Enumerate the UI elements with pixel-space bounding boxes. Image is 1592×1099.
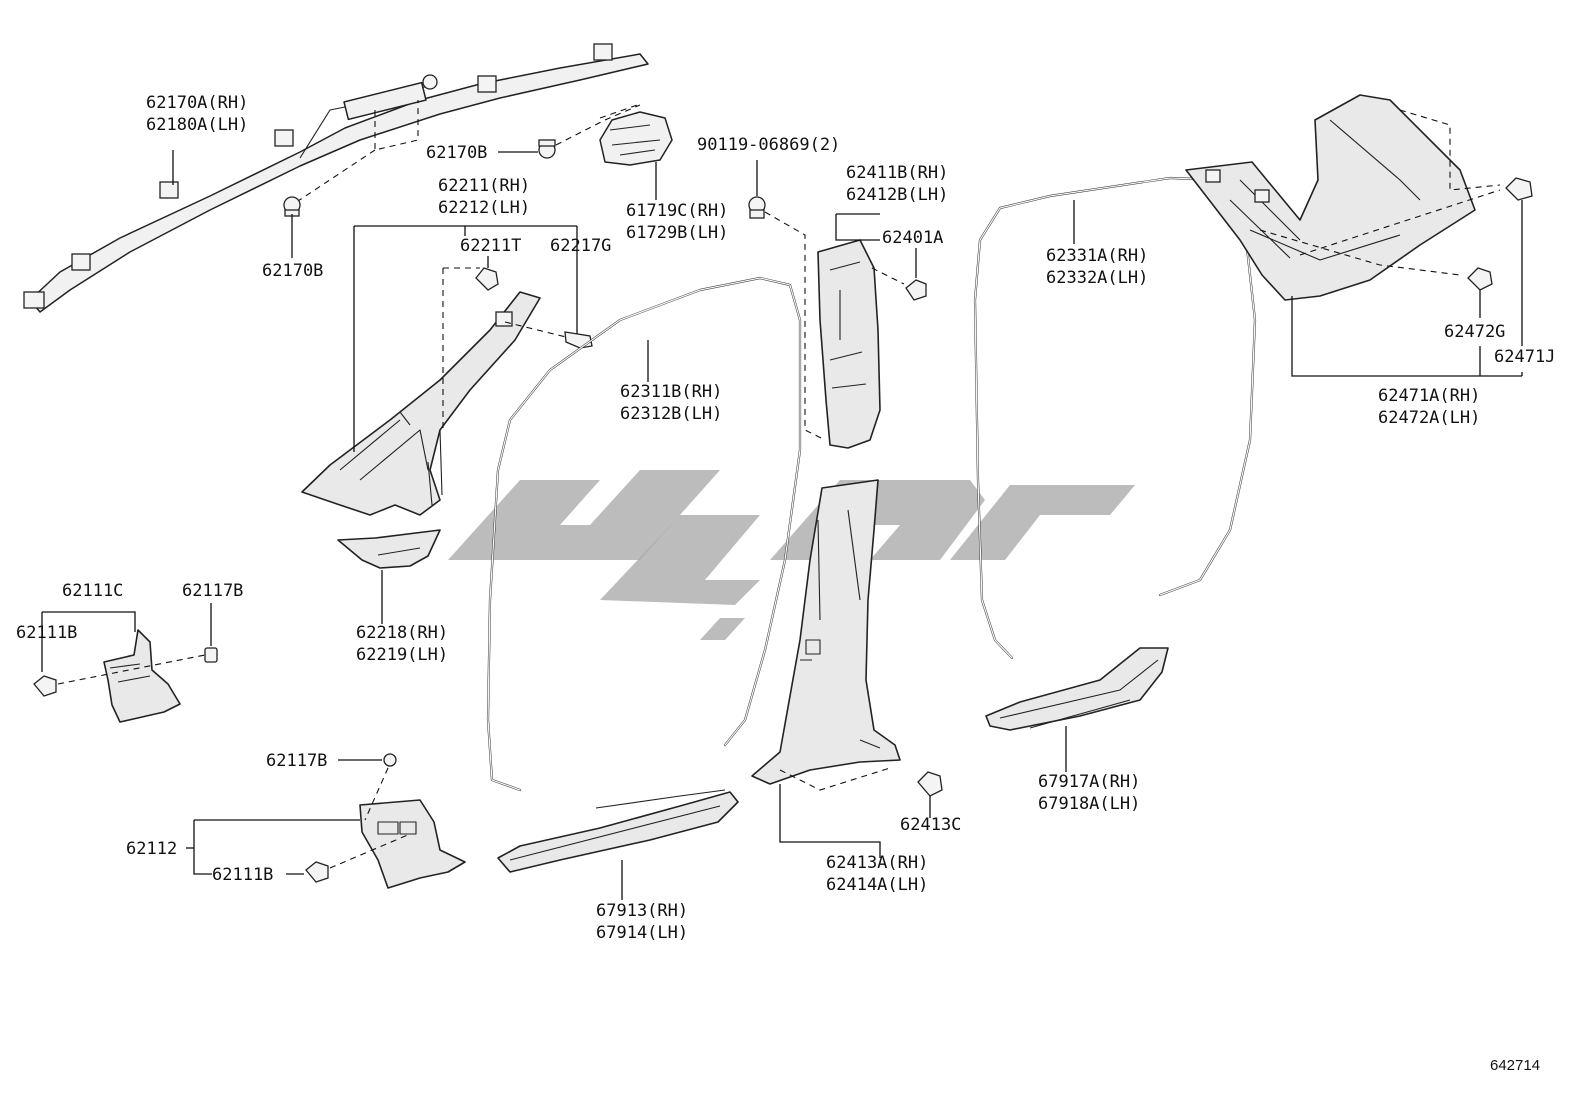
callout-62471j: 62471J <box>1494 347 1555 367</box>
dashed-guide <box>504 321 571 339</box>
callout-62472g: 62472G <box>1444 322 1505 342</box>
callout-62112: 62112 <box>126 839 177 859</box>
callout-62471a: 62471A(RH)62472A(LH) <box>1378 386 1480 428</box>
callout-labels: 62170A(RH)62180A(LH) 62170B 62170B 90119… <box>16 93 1555 1074</box>
callout-61719c: 61719C(RH)61729B(LH) <box>626 201 728 243</box>
dashed-guide <box>871 267 905 285</box>
dashed-guide <box>1399 109 1501 191</box>
dashed-guide <box>599 103 641 119</box>
scuff-plate-67913 <box>497 789 739 873</box>
dashed-guide <box>1299 189 1501 256</box>
callout-62111b-lower: 62111B <box>212 865 273 885</box>
callout-62111b-upper: 62111B <box>16 623 77 643</box>
callout-62218: 62218(RH)62219(LH) <box>356 623 448 665</box>
dashed-guide <box>329 833 411 869</box>
callout-62413a: 62413A(RH)62414A(LH) <box>826 853 928 895</box>
callout-67917a: 67917A(RH)67918A(LH) <box>1038 772 1140 814</box>
rear-door-weatherstrip <box>973 176 1257 660</box>
diagram-reference-number: 642714 <box>1490 1057 1540 1074</box>
callout-62311b: 62311B(RH)62312B(LH) <box>620 382 722 424</box>
a-pillar-garnish-part <box>301 291 541 516</box>
clip-62170b-upper <box>538 139 556 159</box>
callout-62111c: 62111C <box>62 581 123 601</box>
callout-62170b-upper: 62170B <box>426 143 487 163</box>
watermark-logo <box>448 470 1135 640</box>
clip-62401a <box>905 279 927 301</box>
leader-line <box>193 819 360 875</box>
cowl-side-62112 <box>359 799 466 889</box>
scuff-plate-67917a <box>985 647 1169 731</box>
clip-62117b-upper <box>204 647 218 663</box>
callout-62117b-upper: 62117B <box>182 581 243 601</box>
clip-62472g <box>1467 267 1493 291</box>
callout-62331a: 62331A(RH)62332A(LH) <box>1046 246 1148 288</box>
bracket-61719c <box>599 111 673 166</box>
dashed-guide <box>291 149 376 206</box>
callout-62211: 62211(RH)62212(LH) <box>438 176 530 218</box>
callout-67913: 67913(RH)67914(LH) <box>596 901 688 943</box>
callout-62170a: 62170A(RH)62180A(LH) <box>146 93 248 135</box>
leader-line <box>835 213 880 241</box>
dashed-guide <box>764 211 826 441</box>
callout-62217g: 62217G <box>550 236 611 256</box>
clip-62111b-lower <box>305 861 329 883</box>
callout-62401a: 62401A <box>882 228 943 248</box>
dashed-guide <box>555 104 641 146</box>
front-door-weatherstrip <box>486 276 802 792</box>
b-pillar-lower <box>751 479 901 785</box>
leader-line <box>353 225 578 452</box>
screw-62217g <box>564 331 593 349</box>
bolt-90119 <box>748 196 766 219</box>
clip-62413c <box>917 771 943 797</box>
clip-62211t <box>475 267 499 291</box>
callout-62411b: 62411B(RH)62412B(LH) <box>846 163 948 205</box>
rear-pillar-garnish <box>1185 94 1476 301</box>
leader-line <box>779 784 881 858</box>
dashed-guide <box>57 654 206 685</box>
clip-62111b-upper <box>33 675 57 697</box>
dashed-guide <box>374 100 419 151</box>
clip-62117b-lower <box>383 753 397 767</box>
callout-62413c: 62413C <box>900 815 961 835</box>
clip-62170b-lower <box>283 196 301 217</box>
callout-62117b-lower: 62117B <box>266 751 327 771</box>
dashed-guide <box>779 767 891 791</box>
garnish-62218 <box>337 529 441 569</box>
b-pillar-upper <box>817 239 881 449</box>
callout-62170b-lower: 62170B <box>262 261 323 281</box>
leader-line <box>1291 296 1523 377</box>
cowl-side-62111c <box>103 629 181 723</box>
callout-90119-06869: 90119-06869(2) <box>697 135 840 155</box>
clip-62471j <box>1505 177 1533 201</box>
curtain-airbag-part <box>23 43 649 313</box>
dashed-guide <box>364 767 389 821</box>
dashed-guide <box>1259 229 1461 276</box>
callout-62211t: 62211T <box>460 236 521 256</box>
leader-line <box>41 611 136 672</box>
